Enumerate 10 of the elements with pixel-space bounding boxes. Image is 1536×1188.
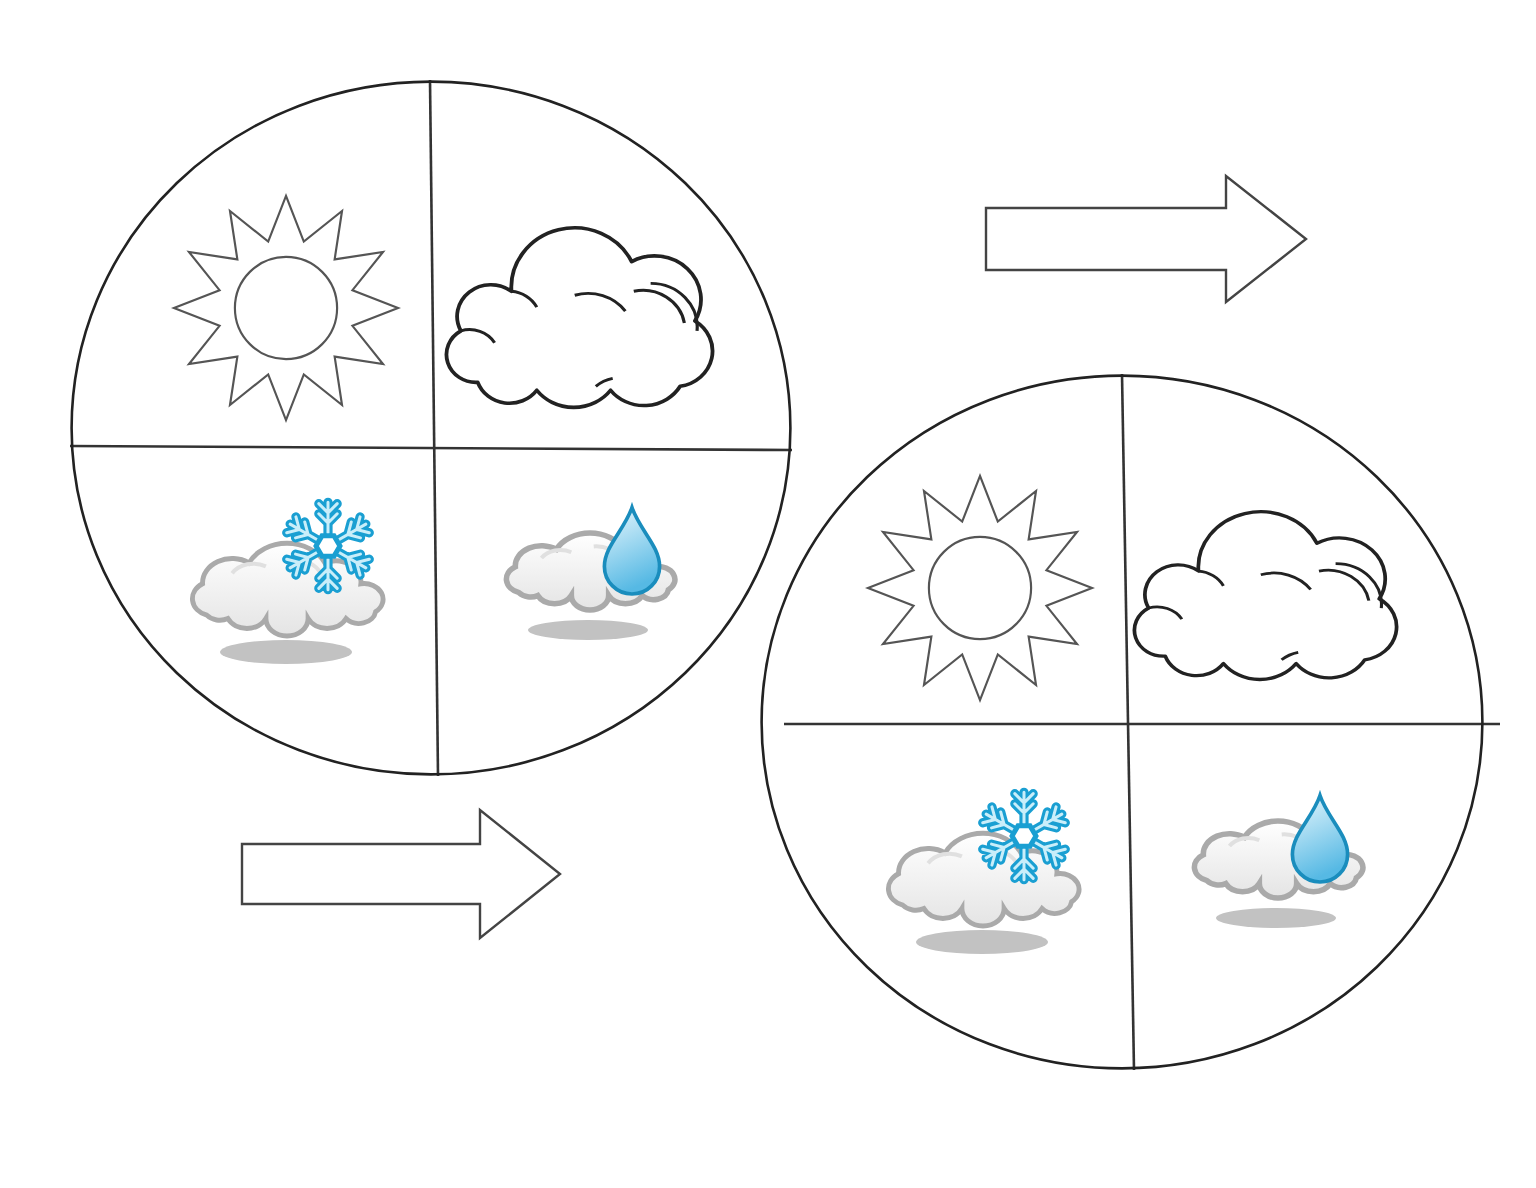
- cloud-icon: [1132, 510, 1400, 682]
- sun-icon: [866, 474, 1094, 702]
- quartered-circle: [760, 374, 1484, 1070]
- quartered-circle: [70, 80, 792, 776]
- snow-cloud-icon: [886, 788, 1080, 956]
- sun-icon: [172, 194, 400, 422]
- rain-cloud-icon: [1192, 792, 1364, 928]
- snow-cloud-icon: [190, 498, 384, 666]
- rain-cloud-icon: [504, 504, 676, 640]
- cloud-icon: [444, 226, 716, 410]
